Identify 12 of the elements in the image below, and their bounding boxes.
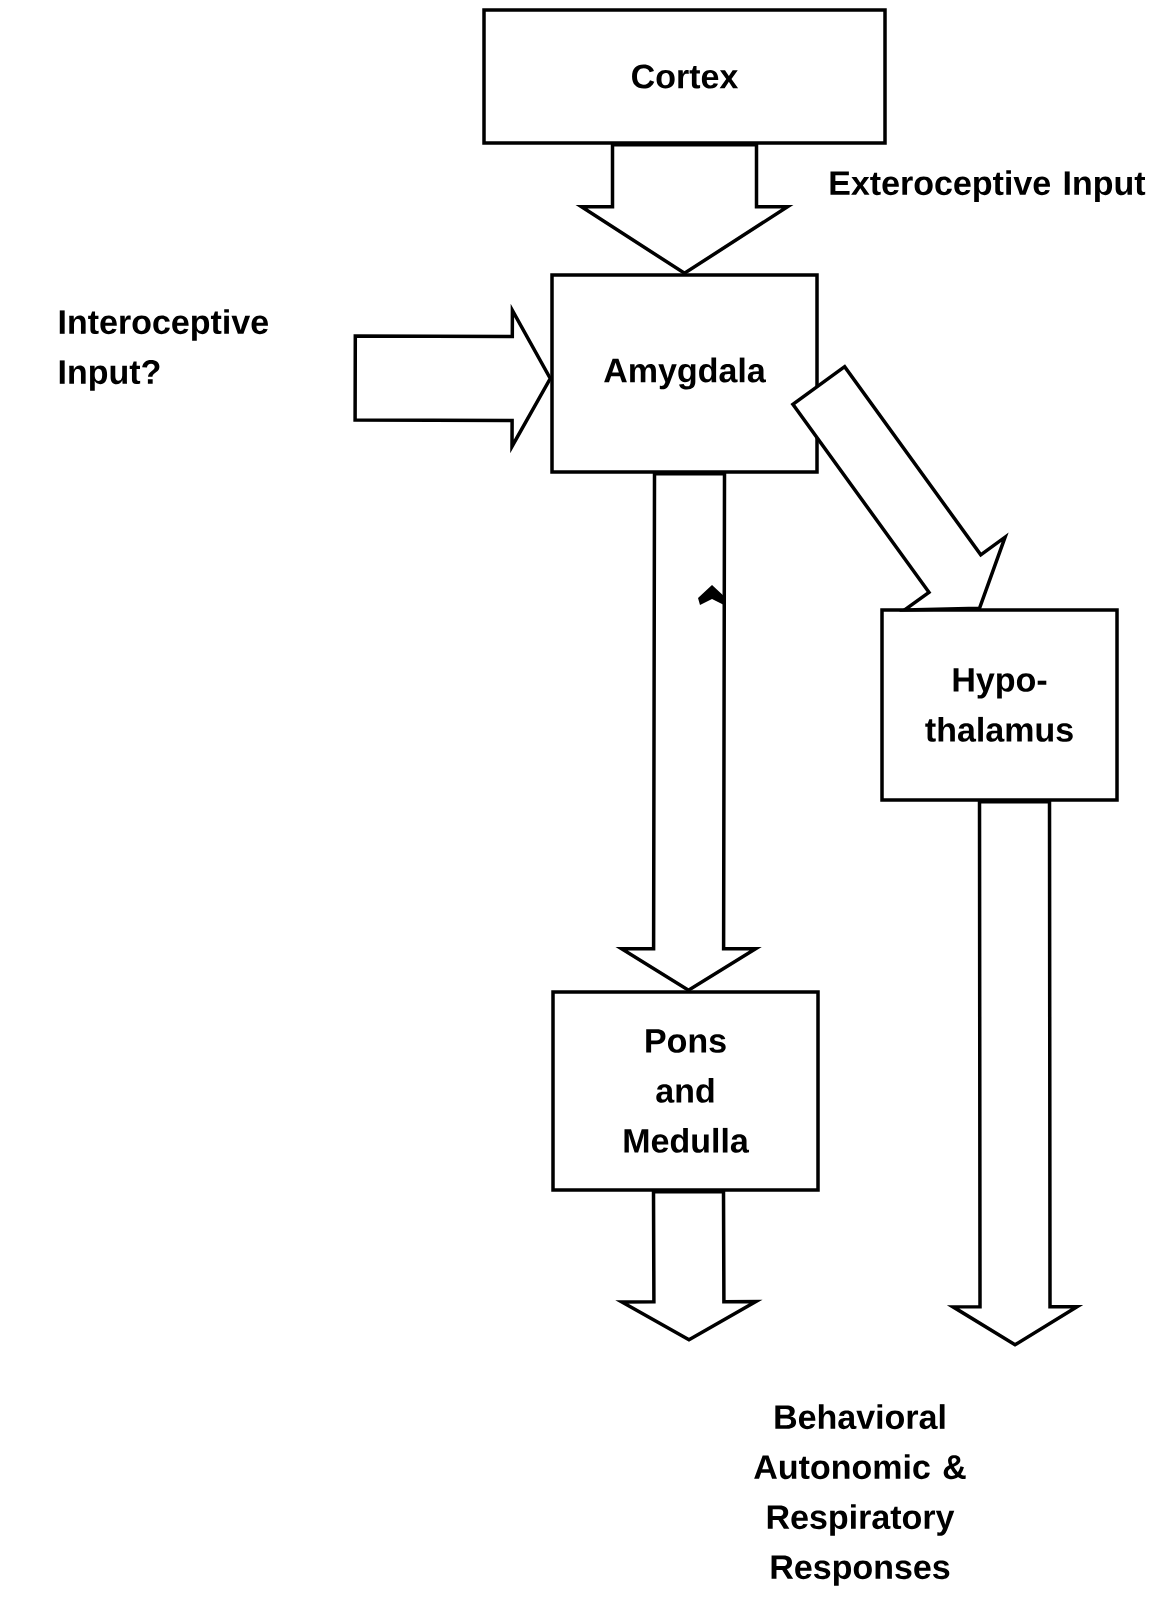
block-arrow bbox=[353, 303, 553, 454]
process-box: Hypo- thalamus bbox=[880, 608, 1119, 802]
block-arrow bbox=[615, 1189, 763, 1342]
process-box: Pons and Medulla bbox=[551, 990, 820, 1192]
process-box: Amygdala bbox=[550, 273, 819, 474]
block-arrow bbox=[575, 143, 794, 276]
output-label: Behavioral Autonomic & Respiratory Responses bbox=[754, 1404, 966, 1586]
block-arrow bbox=[615, 471, 762, 993]
process-box: Cortex bbox=[482, 8, 887, 145]
input-label: Exteroceptive Input bbox=[830, 170, 1146, 202]
input-label: Interoceptive Input? bbox=[59, 309, 268, 391]
block-arrow bbox=[946, 800, 1084, 1347]
